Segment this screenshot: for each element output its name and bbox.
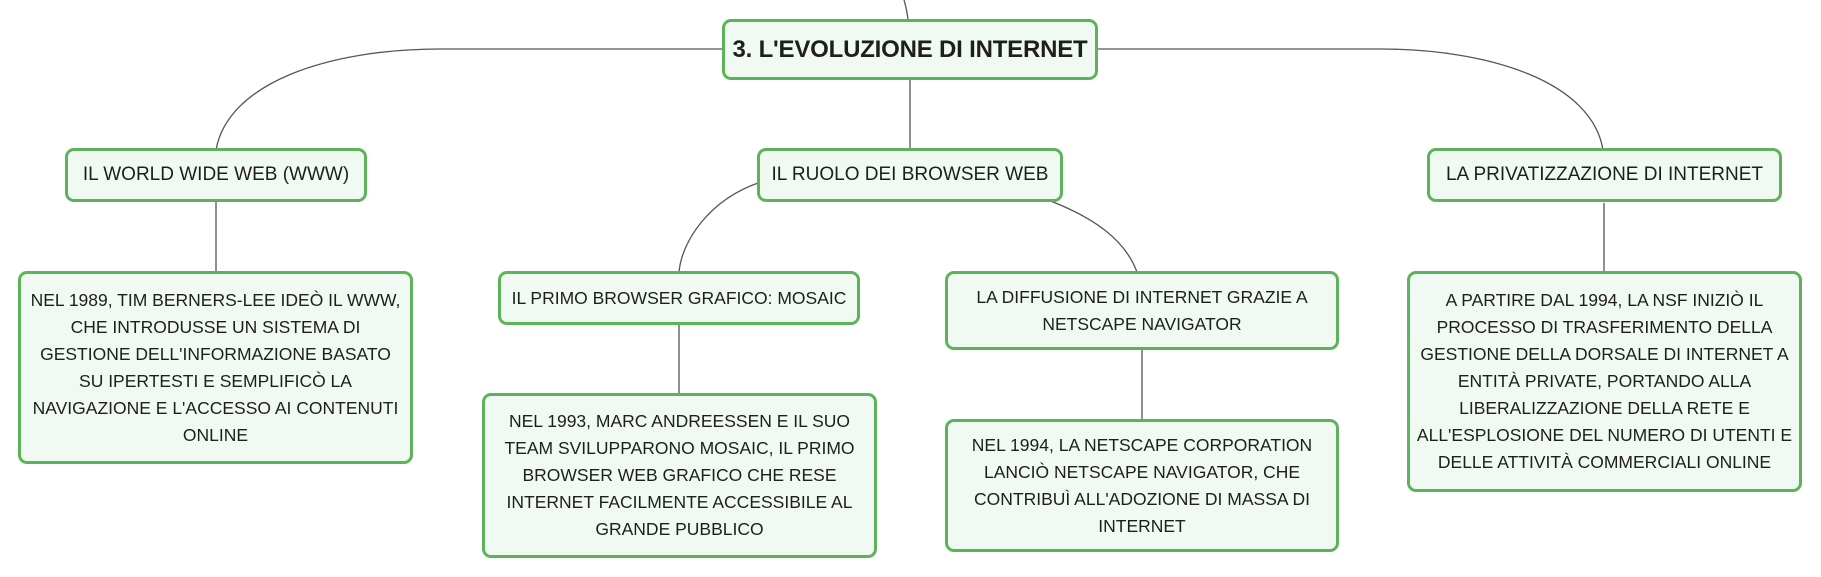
detail-world-wide-web[interactable]: NEL 1989, TIM BERNERS-LEE IDEÒ IL WWW, C…	[18, 271, 413, 464]
subtopic-mosaic[interactable]: IL PRIMO BROWSER GRAFICO: MOSAIC	[498, 271, 860, 325]
branch-world-wide-web-label: IL WORLD WIDE WEB (WWW)	[82, 164, 350, 185]
detail-netscape-text: NEL 1994, LA NETSCAPE CORPORATION LANCIÒ…	[971, 434, 1313, 536]
detail-world-wide-web-text: NEL 1989, TIM BERNERS-LEE IDEÒ IL WWW, C…	[30, 289, 401, 445]
branch-browser-web-label: IL RUOLO DEI BROWSER WEB	[771, 164, 1049, 185]
detail-privatization-text: A PARTIRE DAL 1994, LA NSF INIZIÒ IL PRO…	[1416, 290, 1793, 472]
connector-browser-to-mosaic	[678, 182, 759, 273]
subtopic-netscape-label: LA DIFFUSIONE DI INTERNET GRAZIE A NETSC…	[976, 286, 1308, 334]
subtopic-mosaic-label: IL PRIMO BROWSER GRAFICO: MOSAIC	[511, 287, 847, 308]
branch-privatization-label: LA PRIVATIZZAZIONE DI INTERNET	[1445, 164, 1764, 185]
root-topic[interactable]: 3. L'EVOLUZIONE DI INTERNET	[722, 19, 1098, 80]
branch-privatization[interactable]: LA PRIVATIZZAZIONE DI INTERNET	[1427, 148, 1782, 202]
connector-parent-to-root	[903, 0, 909, 21]
detail-mosaic-text: NEL 1993, MARC ANDREESSEN E IL SUO TEAM …	[504, 411, 855, 539]
detail-privatization[interactable]: A PARTIRE DAL 1994, LA NSF INIZIÒ IL PRO…	[1407, 271, 1802, 492]
connector-root-to-privatization	[1098, 48, 1604, 151]
branch-browser-web[interactable]: IL RUOLO DEI BROWSER WEB	[757, 148, 1063, 202]
connector-root-to-www	[215, 48, 722, 151]
root-topic-label: 3. L'EVOLUZIONE DI INTERNET	[732, 35, 1088, 63]
detail-mosaic[interactable]: NEL 1993, MARC ANDREESSEN E IL SUO TEAM …	[482, 393, 877, 558]
detail-netscape[interactable]: NEL 1994, LA NETSCAPE CORPORATION LANCIÒ…	[945, 419, 1339, 552]
subtopic-netscape[interactable]: LA DIFFUSIONE DI INTERNET GRAZIE A NETSC…	[945, 271, 1339, 350]
connector-browser-to-netscape	[1047, 199, 1138, 273]
branch-world-wide-web[interactable]: IL WORLD WIDE WEB (WWW)	[65, 148, 367, 202]
